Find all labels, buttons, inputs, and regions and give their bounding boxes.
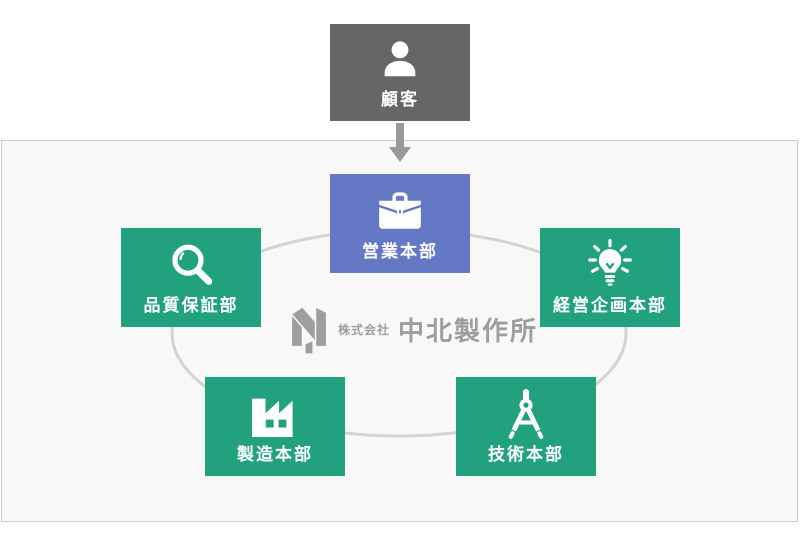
factory-icon [252, 398, 293, 437]
person-icon [384, 40, 416, 76]
company-name: 中北製作所 [398, 316, 539, 347]
dept-label-sales: 営業本部 [362, 242, 438, 261]
dept-box-sales: 営業本部 [330, 174, 470, 273]
diagram-panel: 株式会社 中北製作所 営業本部 品質保証部 [1, 140, 798, 522]
arrow-head [389, 147, 411, 162]
arrow-shaft [396, 123, 404, 148]
customer-box: 顧客 [330, 24, 470, 121]
dept-box-technology: 技術本部 [456, 377, 596, 476]
compass-icon [508, 388, 544, 439]
dept-box-manufacturing: 製造本部 [205, 377, 345, 476]
dept-box-planning: 経営企画本部 [540, 228, 680, 327]
magnifier-icon [172, 244, 213, 285]
down-arrow-icon [389, 123, 411, 162]
dept-label-technology: 技術本部 [488, 445, 564, 464]
dept-label-manufacturing: 製造本部 [237, 445, 313, 464]
briefcase-icon [379, 191, 421, 229]
dept-label-planning: 経営企画本部 [553, 296, 667, 315]
company-logo: 株式会社 中北製作所 [290, 303, 538, 355]
customer-label: 顧客 [381, 90, 419, 109]
company-prefix: 株式会社 [338, 322, 391, 337]
company-logo-mark [290, 305, 328, 355]
dept-box-quality: 品質保証部 [121, 228, 261, 327]
dept-label-quality: 品質保証部 [143, 296, 239, 315]
lightbulb-icon [588, 238, 632, 286]
